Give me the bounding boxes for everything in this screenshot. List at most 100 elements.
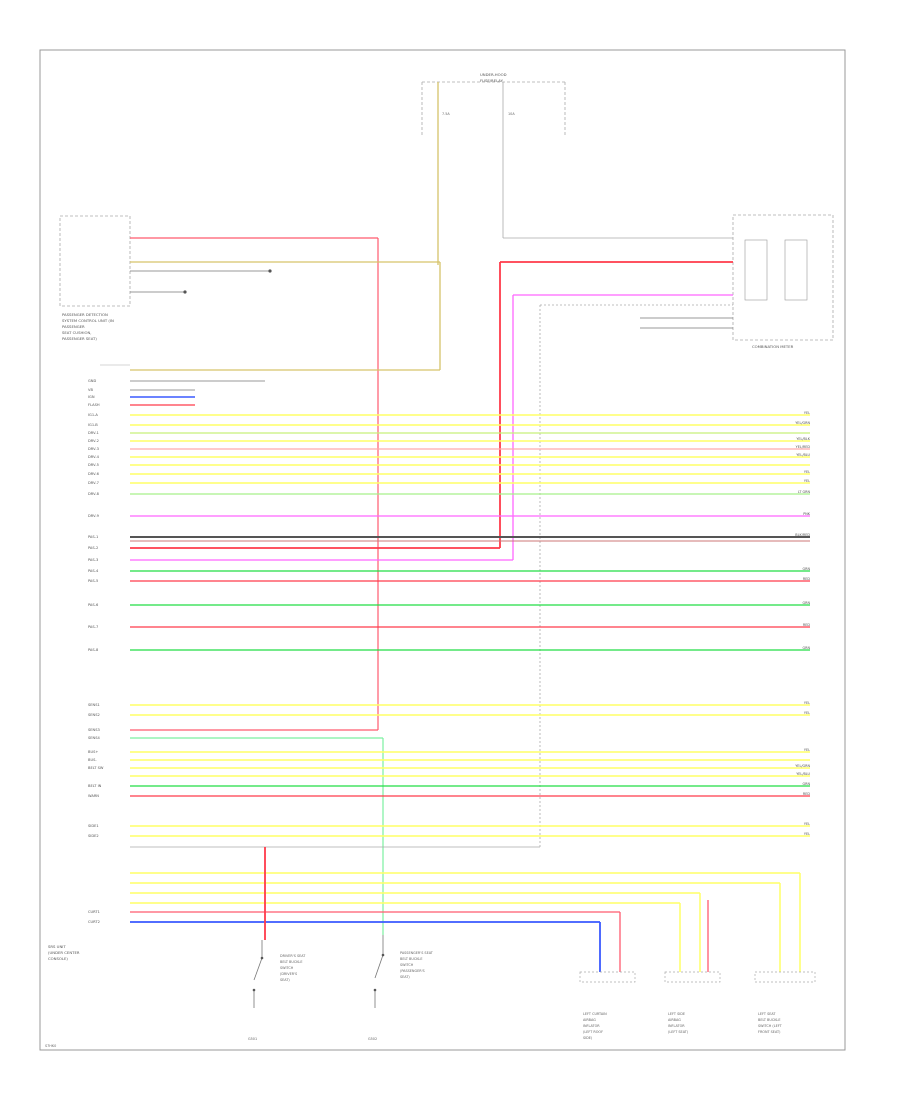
pin-label: PAS-7 (88, 625, 98, 629)
wire-color: YEL/BLU (796, 453, 810, 457)
pin-label: PAS-8 (88, 648, 99, 652)
pin-label: IG1-B (88, 423, 98, 427)
pin-label: DRV-9 (88, 514, 100, 518)
srs-unit-label: SRS UNIT (UNDER CENTER CONSOLE) (48, 944, 80, 961)
wire-color: YEL/GRN (795, 421, 810, 425)
pin-label: BELT IN (88, 784, 102, 788)
pin-label: DRV-6 (88, 472, 100, 476)
side-airbag-label-3: INFLATOR (668, 1024, 685, 1028)
seat-belt-label-2: BELT BUCKLE (758, 1018, 780, 1022)
wire-color: BLK/RED (795, 533, 810, 537)
seat-belt-label-3: SWITCH (LEFT (758, 1024, 783, 1028)
pin-label: BUS- (88, 758, 97, 762)
pin-label: DRV-3 (88, 447, 99, 451)
pin-label: BUS+ (88, 750, 98, 754)
pin-label: DRV-4 (88, 455, 100, 459)
srs-pin-labels: GND VB IGN FLASH IG1-A IG1-B DRV-1 DRV-2… (88, 379, 104, 924)
pd-label-2: SYSTEM CONTROL UNIT (IN (62, 318, 114, 323)
pin-label: PAS-6 (88, 603, 99, 607)
wire-color: YEL/BLK (796, 437, 810, 441)
pin-label: IG1-A (88, 413, 98, 417)
pin-label: PAS-3 (88, 558, 98, 562)
wire-color: RED (803, 577, 810, 581)
side-airbag-label-4: (LEFT SEAT) (668, 1030, 689, 1034)
pd-label-5: PASSENGER SEAT) (62, 336, 97, 341)
pin-label: VB (88, 388, 93, 392)
wire-color: YEL (804, 479, 810, 483)
ground-g501: G501 (248, 1037, 257, 1041)
srs-label-2: (UNDER CENTER (48, 950, 80, 955)
wire-color: GRN (802, 567, 810, 571)
pin-label: PAS-4 (88, 569, 99, 573)
fuse-box-label-2: FUSE/RELAY (480, 78, 504, 83)
pd-label-4: SEAT CUSHION, (62, 330, 92, 335)
pin-label: GND (88, 379, 96, 383)
pin-label: PAS-1 (88, 535, 98, 539)
wire-color: GRN (802, 601, 810, 605)
passenger-switch-label-5: SEAT) (400, 975, 410, 979)
driver-switch-label-5: SEAT) (280, 978, 290, 982)
driver-belt-switch: DRIVER'S SEAT BELT BUCKLE SWITCH (DRIVER… (248, 940, 306, 1041)
pin-label: SENS3 (88, 728, 100, 732)
pin-label: SIDE2 (88, 834, 99, 838)
srs-label-1: SRS UNIT (48, 944, 66, 949)
passenger-switch-label-4: (PASSENGER'S (400, 969, 425, 973)
curtain-label-2: AIRBAG (583, 1018, 596, 1022)
fuse-box: UNDER-HOOD FUSE/RELAY 7.5A 10A (421, 72, 566, 265)
wire-color: YEL (804, 822, 810, 826)
curtain-label-3: INFLATOR (583, 1024, 600, 1028)
wire-color: LT GRN (798, 490, 811, 494)
passenger-switch-label-2: BELT BUCKLE (400, 957, 422, 961)
srs-label-3: CONSOLE) (48, 956, 68, 961)
seat-belt-label-1: LEFT SEAT (758, 1012, 776, 1016)
driver-switch-label-1: DRIVER'S SEAT (280, 954, 306, 958)
fuse-box-label-1: UNDER-HOOD (480, 72, 507, 77)
left-side-airbag: LEFT SIDE AIRBAG INFLATOR (LEFT SEAT) (664, 971, 721, 1034)
wire-color: RED (803, 623, 810, 627)
combination-meter: COMBINATION METER (499, 214, 834, 847)
wire-color: PNK (803, 512, 811, 516)
svg-text:7.5A: 7.5A (442, 112, 450, 116)
side-airbag-label-2: AIRBAG (668, 1018, 681, 1022)
seat-belt-label-4: FRONT SEAT) (758, 1030, 781, 1034)
pd-label-1: PASSENGER DETECTION (62, 312, 108, 317)
pin-label: BELT SW (88, 766, 104, 770)
passenger-belt-switch: PASSENGER'S SEAT BELT BUCKLE SWITCH (PAS… (368, 935, 434, 1041)
wire-color: YEL/BLU (796, 772, 810, 776)
wire-color: GRN (802, 646, 810, 650)
curtain-label-1: LEFT CURTAIN (583, 1012, 607, 1016)
left-seat-belt-switch: LEFT SEAT BELT BUCKLE SWITCH (LEFT FRONT… (754, 971, 816, 1034)
passenger-detection-unit: PASSENGER DETECTION SYSTEM CONTROL UNIT … (59, 215, 440, 730)
pin-label: IGN (88, 395, 95, 399)
pin-label: PAS-2 (88, 546, 98, 550)
wire-color: GRN (802, 782, 810, 786)
wire-color: YEL (804, 411, 810, 415)
wire-color: YEL (804, 470, 810, 474)
pin-label: DRV-7 (88, 481, 99, 485)
pd-label-3: PASSENGER (62, 324, 85, 329)
curtain-label-5: SIDE) (583, 1036, 593, 1040)
driver-switch-label-2: BELT BUCKLE (280, 960, 302, 964)
passenger-switch-label-3: SWITCH (400, 963, 414, 967)
wire-color: YEL (804, 748, 810, 752)
pin-label: SIDE1 (88, 824, 99, 828)
pin-label: CURT1 (88, 910, 100, 914)
pin-label: SENS1 (88, 703, 100, 707)
wire-color: YEL (804, 832, 810, 836)
pin-label: SENS2 (88, 713, 100, 717)
passenger-switch-label-1: PASSENGER'S SEAT (400, 951, 434, 955)
pin-label: DRV-2 (88, 439, 99, 443)
wire-color: RED (803, 792, 810, 796)
pin-label: DRV-1 (88, 431, 99, 435)
pin-label: DRV-8 (88, 492, 100, 496)
pin-label: SENS4 (88, 736, 101, 740)
srs-circuits (100, 262, 810, 972)
pin-label: PAS-5 (88, 579, 98, 583)
ground-g502: G502 (368, 1037, 377, 1041)
side-airbag-label-1: LEFT SIDE (668, 1012, 685, 1016)
wire-color: YEL (804, 701, 810, 705)
diagram-frame (39, 49, 846, 1051)
pin-label: DRV-5 (88, 463, 99, 467)
driver-switch-label-4: (DRIVER'S (280, 972, 297, 976)
pin-label: FLASH (88, 403, 100, 407)
